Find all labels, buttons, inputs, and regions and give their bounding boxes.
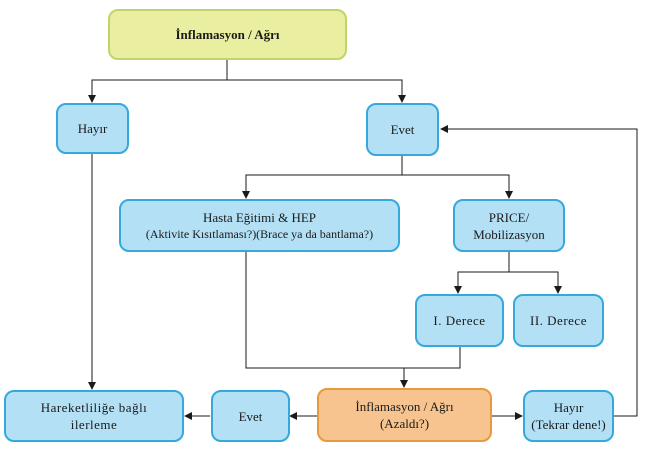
connector-grade1-to-reassess [404,347,461,369]
root-label: İnflamasyon / Ağrı [175,27,280,42]
connector-root-to-no [88,60,228,103]
yes-bottom-label: Evet [238,408,263,424]
connector-yes-to-price [402,174,513,199]
grade2-node: II. Derece [513,294,604,347]
connector-education-to-reassess [245,252,408,388]
grade1-node: I. Derece [415,294,504,347]
yes-top-node: Evet [366,103,439,156]
no-left-node: Hayır [56,103,129,154]
price-node: PRICE/ Mobilizasyon [453,199,565,252]
progression-line1: Hareketliliğe bağlı [40,400,148,415]
price-title: PRICE/ [488,209,530,225]
connector-price-to-grade1 [454,252,510,294]
progression-node: Hareketliliğe bağlı ilerleme [4,390,184,442]
connector-price-to-grade2 [509,271,562,294]
no-left-label: Hayır [77,121,108,136]
reassess-title: İnflamasyon / Ağrı [355,399,454,414]
connector-yes-to-education [242,156,403,199]
price-subtitle: Mobilizasyon [473,226,545,242]
reassess-node: İnflamasyon / Ağrı (Azaldı?) [317,388,492,442]
progression-line2: ilerleme [70,417,118,432]
connector-root-to-yes [227,79,406,103]
reassess-subtitle: (Azaldı?) [379,416,430,431]
education-subtitle: (Aktivite Kısıtlaması?)(Brace ya da bant… [145,226,374,241]
root-node: İnflamasyon / Ağrı [108,9,347,60]
retry-node: Hayır (Tekrar dene!) [523,390,614,442]
grade2-label: II. Derece [530,313,587,328]
yes-top-label: Evet [390,122,415,137]
education-node: Hasta Eğitimi & HEP (Aktivite Kısıtlamas… [119,199,400,252]
grade1-label: I. Derece [433,313,486,328]
retry-subtitle: (Tekrar dene!) [531,417,606,432]
connector-retry-loop [440,125,638,417]
education-title: Hasta Eğitimi & HEP [202,209,317,225]
yes-bottom-node: Evet [211,390,290,442]
retry-title: Hayır [553,400,584,415]
